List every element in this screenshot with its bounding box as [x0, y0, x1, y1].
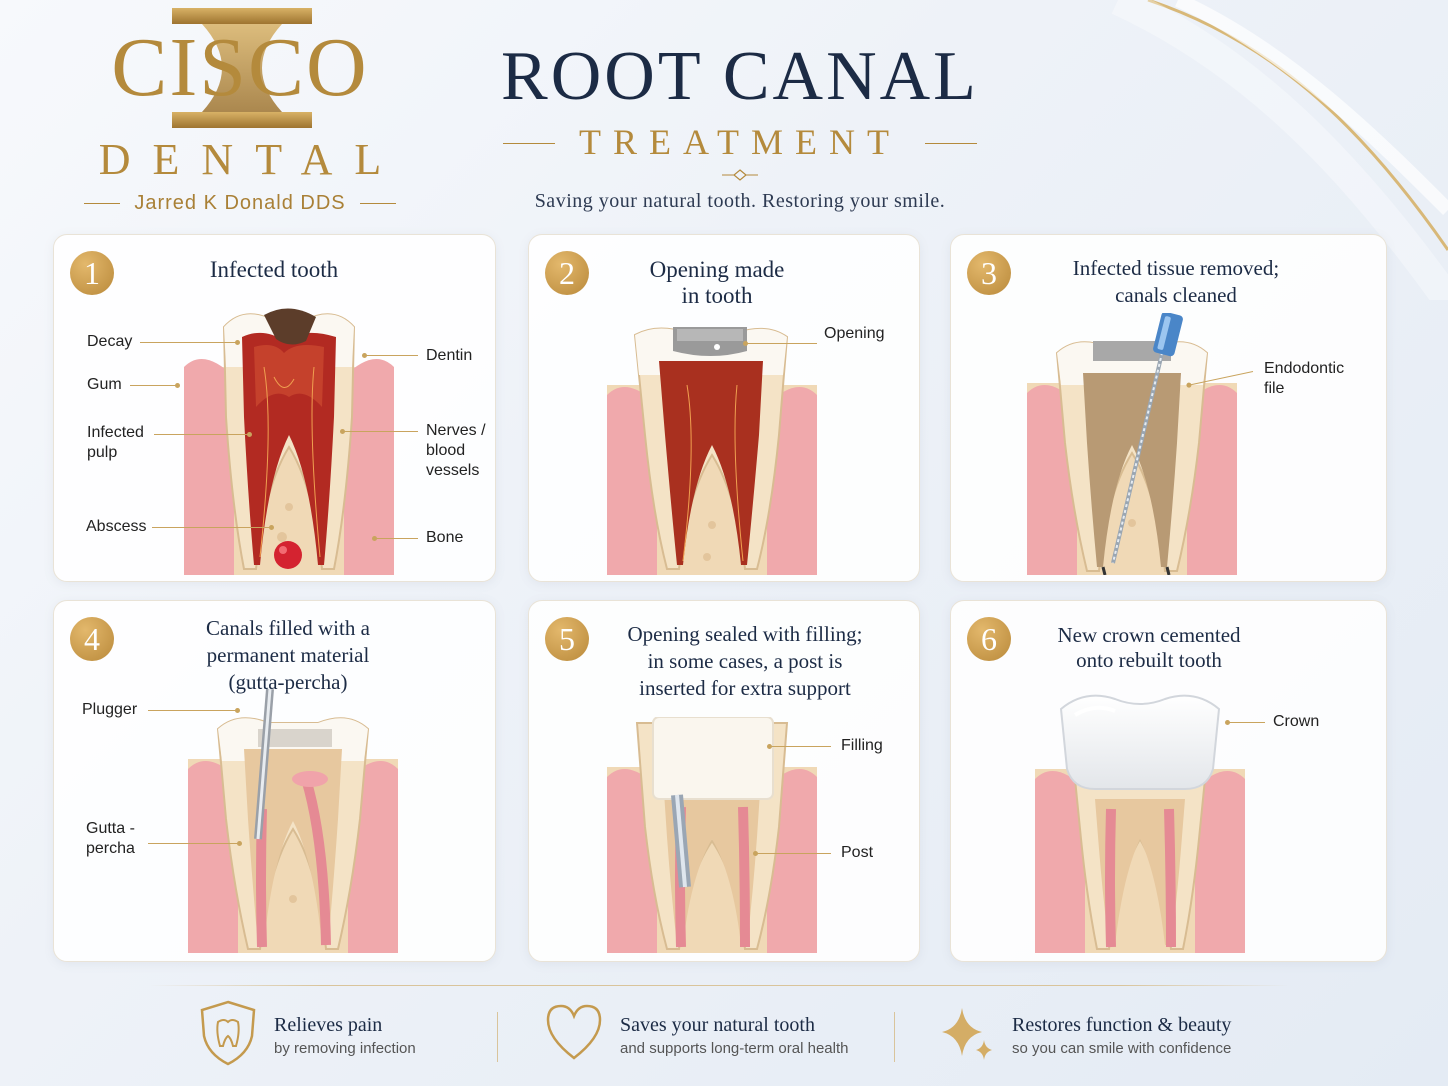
- step-title: New crown cemented onto rebuilt tooth: [1057, 623, 1241, 672]
- title-rule-left: [503, 143, 555, 144]
- label-bone: Bone: [426, 529, 464, 546]
- label-nerves-2: blood: [426, 442, 466, 459]
- leader-gutta-percha: [148, 841, 242, 846]
- step-title: Infected tooth: [209, 257, 339, 282]
- step-title: Opening made in tooth: [649, 257, 785, 308]
- leader-dentin: [362, 353, 418, 358]
- label-gutta-percha-2: percha: [86, 840, 135, 857]
- label-endodontic-file: Endodontic: [1264, 360, 1345, 377]
- benefit-separator: [497, 1012, 498, 1062]
- leader-opening: [743, 341, 817, 346]
- label-dentin: Dentin: [426, 347, 473, 364]
- label-decay: Decay: [87, 333, 133, 350]
- benefit-saves-tooth: Saves your natural tooth and supports lo…: [544, 1000, 874, 1070]
- label-endodontic-file-2: file: [1264, 380, 1285, 397]
- leader-crown: [1225, 720, 1265, 725]
- step-card-1: 1 Infected tooth Decay Gum Infected pulp…: [53, 234, 496, 582]
- label-post: Post: [841, 844, 874, 861]
- title-rule-right: [925, 143, 977, 144]
- leader-nerves: [340, 429, 418, 434]
- logo-monogram-icon: [172, 8, 312, 128]
- leader-decay: [140, 340, 240, 345]
- step-card-2: 2 Opening made in tooth Opening: [528, 234, 920, 582]
- step-badge: 2: [545, 251, 589, 295]
- label-gum: Gum: [87, 376, 122, 393]
- leader-pulp: [154, 432, 252, 437]
- step-title: Opening sealed with filling; in some cas…: [627, 622, 863, 700]
- page-title: ROOT CANAL: [501, 38, 979, 115]
- cisco-dental-logo: CISCO DENTAL Jarred K Donald DDS: [70, 6, 410, 216]
- benefit-subtitle: so you can smile with confidence: [1012, 1040, 1232, 1057]
- logo-dental: DENTAL: [98, 135, 404, 184]
- label-abscess: Abscess: [86, 518, 147, 535]
- cleaned-canals-illustration: [1027, 313, 1237, 575]
- label-nerves: Nerves /: [426, 422, 486, 439]
- step-card-6: 6 New crown cemented onto rebuilt tooth …: [950, 600, 1387, 962]
- opening-tooth-illustration: [607, 327, 817, 575]
- benefit-title: Relieves pain: [274, 1014, 383, 1036]
- leader-gum: [130, 383, 180, 388]
- benefit-relieves-pain: Relieves pain by removing infection: [198, 1000, 488, 1070]
- leader-post: [753, 851, 831, 856]
- label-pulp-2: pulp: [87, 444, 118, 461]
- step-badge: 1: [70, 251, 114, 295]
- benefit-title: Restores function & beauty: [1012, 1014, 1232, 1036]
- leader-abscess: [152, 525, 274, 530]
- step-badge: 4: [70, 617, 114, 661]
- leader-filling: [767, 744, 831, 749]
- page-subtitle: TREATMENT: [579, 122, 901, 162]
- label-filling: Filling: [841, 737, 883, 754]
- infected-tooth-illustration: [184, 308, 394, 575]
- label-crown: Crown: [1273, 713, 1320, 730]
- logo-word: CISCO: [111, 21, 369, 114]
- leader-plugger: [148, 708, 240, 713]
- benefit-subtitle: by removing infection: [274, 1040, 416, 1057]
- label-pulp: Infected: [87, 424, 144, 441]
- step-card-5: 5 Opening sealed with filling; in some c…: [528, 600, 920, 962]
- benefit-subtitle: and supports long-term oral health: [620, 1040, 849, 1057]
- step-title: Infected tissue removed; canals cleaned: [1072, 256, 1280, 307]
- benefit-restores-function: Restores function & beauty so you can sm…: [936, 1000, 1256, 1070]
- label-nerves-3: vessels: [426, 462, 480, 479]
- step-card-4: 4 Canals filled with a permanent materia…: [53, 600, 496, 962]
- sealed-filling-illustration: [607, 717, 817, 953]
- step-badge: 6: [967, 617, 1011, 661]
- heart-icon: [546, 1004, 602, 1060]
- tagline: Saving your natural tooth. Restoring you…: [534, 190, 946, 212]
- benefits-divider: [150, 985, 1290, 986]
- label-opening: Opening: [824, 325, 885, 342]
- shield-tooth-icon: [200, 1000, 256, 1066]
- step-title: Canals filled with a permanent material …: [206, 616, 370, 694]
- filled-canals-illustration: [188, 689, 398, 953]
- ornament-icon: [722, 169, 758, 181]
- label-gutta-percha: Gutta -: [86, 820, 135, 837]
- step-badge: 5: [545, 617, 589, 661]
- crown-tooth-illustration: [1035, 694, 1245, 953]
- logo-doctor-name: Jarred K Donald DDS: [70, 192, 410, 215]
- step-badge: 3: [967, 251, 1011, 295]
- sparkle-icon: [942, 1008, 992, 1060]
- leader-bone: [372, 536, 418, 541]
- benefit-title: Saves your natural tooth: [620, 1014, 815, 1036]
- step-card-3: 3 Infected tissue removed; canals cleane…: [950, 234, 1387, 582]
- benefit-separator: [894, 1012, 895, 1062]
- label-plugger: Plugger: [82, 701, 138, 718]
